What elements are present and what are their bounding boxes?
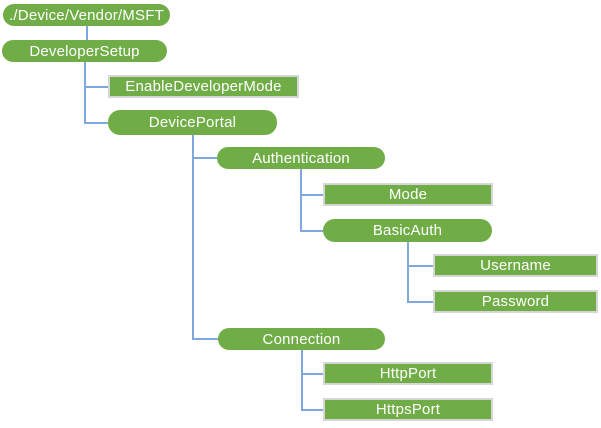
- node-enabledevelopermode: EnableDeveloperMode: [108, 75, 299, 98]
- node-label: Password: [481, 293, 550, 310]
- connector-authentication-mode-horizontal: [300, 194, 323, 196]
- node-password: Password: [433, 290, 598, 313]
- connector-root-developersetup: [86, 26, 88, 40]
- connector-basicauth-password-vertical: [407, 242, 409, 303]
- connector-basicauth-password-horizontal: [407, 301, 433, 303]
- connector-deviceportal-connection-vertical: [192, 135, 194, 340]
- node-deviceportal: DevicePortal: [108, 110, 277, 135]
- node-label: DeveloperSetup: [29, 42, 140, 60]
- node-label: HttpPort: [379, 365, 437, 382]
- node-label: EnableDeveloperMode: [125, 78, 282, 95]
- connector-basicauth-username-horizontal: [407, 265, 433, 267]
- node-connection: Connection: [218, 328, 385, 350]
- node-mode: Mode: [323, 183, 493, 206]
- node-label: DevicePortal: [148, 114, 237, 131]
- connector-connection-httpsport-vertical: [301, 350, 303, 411]
- node-httpsport: HttpsPort: [323, 398, 493, 421]
- connector-connection-httpport-horizontal: [301, 373, 323, 375]
- connector-developersetup-enabledevelopermode-horizontal: [84, 86, 108, 88]
- node-httpport: HttpPort: [323, 362, 493, 385]
- node-label: BasicAuth: [372, 222, 443, 239]
- node-label: Connection: [262, 330, 341, 348]
- connector-authentication-basicauth-vertical: [300, 169, 302, 232]
- connector-authentication-basicauth-horizontal: [300, 230, 323, 232]
- node-developersetup: DeveloperSetup: [2, 40, 167, 62]
- connector-deviceportal-authentication-horizontal: [192, 157, 217, 159]
- node-basicauth: BasicAuth: [323, 219, 492, 242]
- connector-developersetup-deviceportal-vertical: [84, 62, 86, 124]
- node-label: ./Device/Vendor/MSFT: [9, 6, 164, 24]
- connector-developersetup-deviceportal-horizontal: [84, 122, 108, 124]
- node-username: Username: [433, 254, 598, 277]
- node-authentication: Authentication: [217, 147, 385, 169]
- node-label: Authentication: [252, 149, 350, 167]
- connector-connection-httpsport-horizontal: [301, 409, 323, 411]
- node-label: Mode: [388, 186, 428, 203]
- node-label: HttpsPort: [375, 401, 441, 418]
- node-label: Username: [480, 257, 551, 274]
- node-root: ./Device/Vendor/MSFT: [3, 4, 170, 26]
- connector-deviceportal-connection-horizontal: [192, 338, 218, 340]
